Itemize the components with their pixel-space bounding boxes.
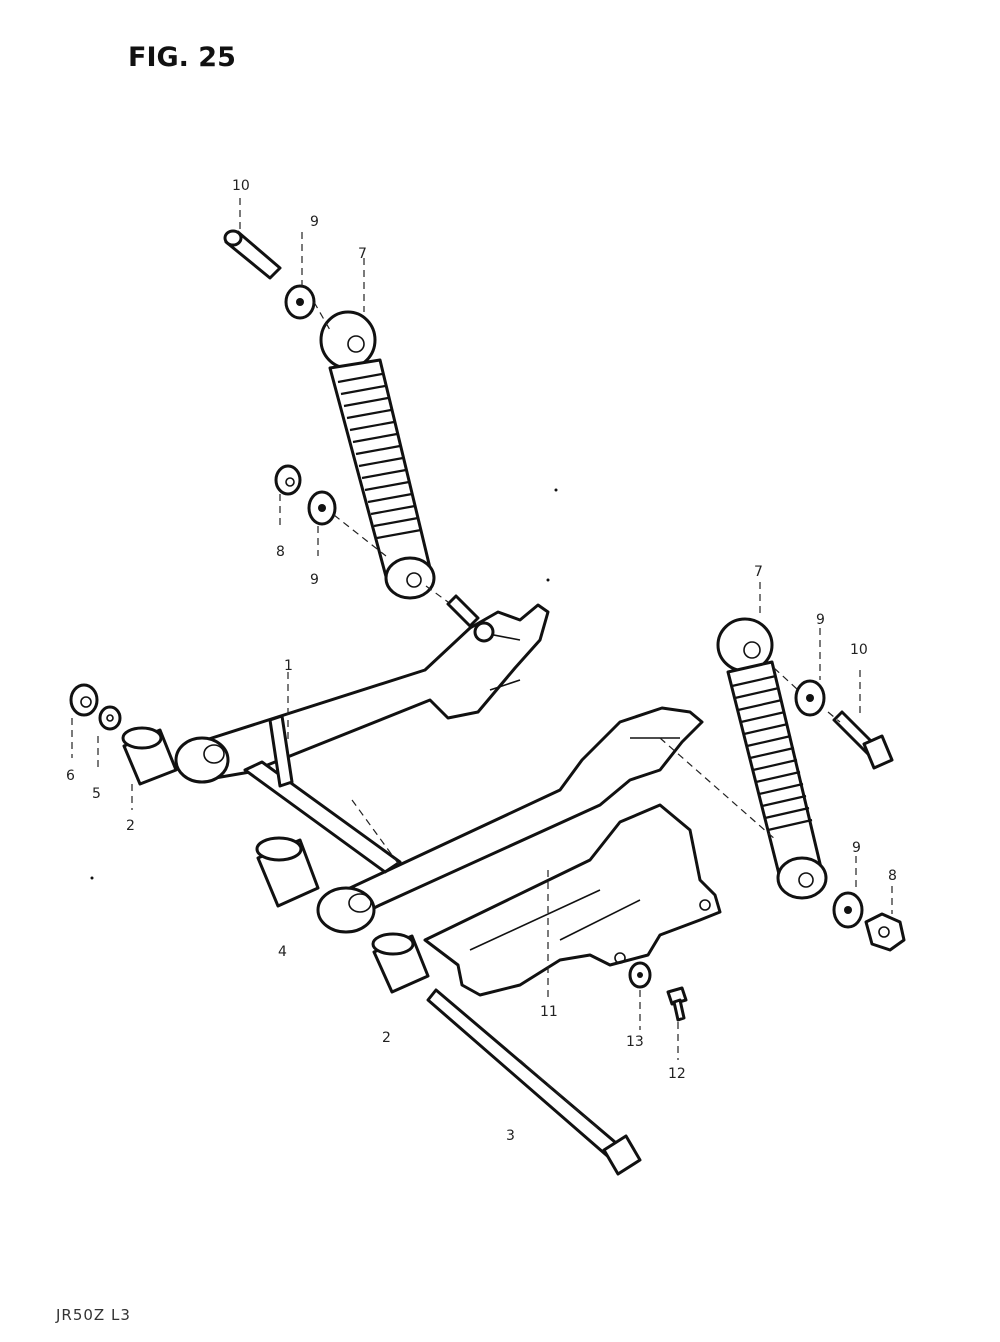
pivot-bolt-3: [426, 988, 642, 1176]
callout-12: 12: [668, 1066, 686, 1082]
shock-absorber-left: [319, 310, 436, 600]
callout-5: 5: [92, 786, 101, 802]
callout-9-top: 9: [310, 214, 319, 230]
callout-10-right: 10: [850, 642, 868, 658]
callout-2-left: 2: [126, 818, 135, 834]
washer-9-left: [307, 490, 337, 526]
callout-2-lower: 2: [382, 1030, 391, 1046]
washer-9-right-lower: [832, 891, 864, 929]
bushing-2-lower: [371, 932, 430, 994]
bolt-12: [666, 986, 688, 1022]
bolt-10-right: [832, 710, 894, 770]
washer-9-top: [284, 284, 316, 320]
callout-8-right: 8: [888, 868, 897, 884]
callout-1: 1: [284, 658, 293, 674]
callout-6: 6: [66, 768, 75, 784]
scan-speck: [554, 488, 558, 492]
swing-arm: [174, 603, 704, 934]
washer-5: [98, 705, 122, 731]
bushing-2-left: [121, 726, 178, 786]
callout-4: 4: [278, 944, 287, 960]
callout-11: 11: [540, 1004, 558, 1020]
nut-8-right: [864, 912, 906, 952]
callout-3: 3: [506, 1128, 515, 1144]
bolt-top: [223, 229, 282, 280]
leader-lines: [71, 198, 893, 1131]
callout-7-right: 7: [754, 564, 763, 580]
callout-9-right-lower: 9: [852, 840, 861, 856]
callout-7-top: 7: [358, 246, 367, 262]
callout-9-right-upper: 9: [816, 612, 825, 628]
shock-absorber-right: [716, 617, 828, 900]
nut-6: [69, 683, 99, 717]
washer-9-right-upper: [794, 679, 826, 717]
nut-8-left: [274, 464, 302, 496]
scan-speck: [90, 876, 94, 880]
footer-model-code: JR50Z L3: [56, 1306, 131, 1324]
bushing-4: [255, 836, 320, 908]
callout-10-top: 10: [232, 178, 250, 194]
bracket-plate: [423, 803, 722, 997]
shock-pin: [446, 594, 480, 628]
callout-9-left: 9: [310, 572, 319, 588]
callout-13: 13: [626, 1034, 644, 1050]
washer-13: [628, 961, 652, 989]
callout-labels: 10 9 7 8 9 1 6 5 2 4 2 3 11 13 12 7 9 10…: [66, 178, 897, 1144]
figure-title: FIG. 25: [128, 42, 236, 73]
scan-speck: [546, 578, 550, 582]
callout-8-left: 8: [276, 544, 285, 560]
